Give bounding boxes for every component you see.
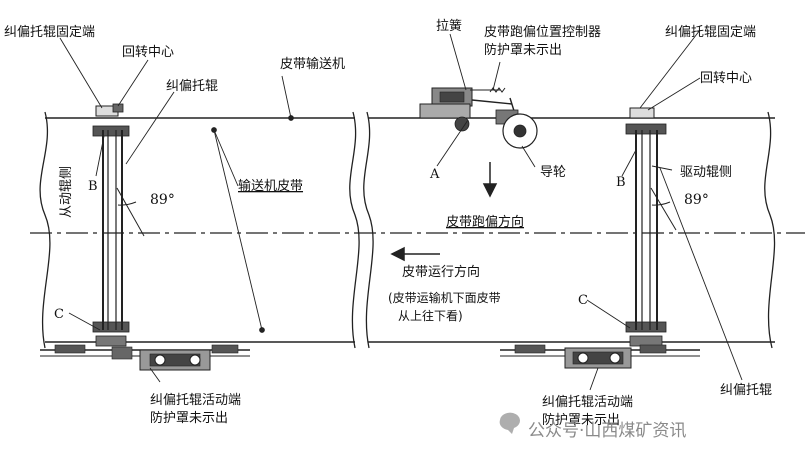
right-rotation-center-label: 回转中心 — [700, 71, 752, 86]
controller-label-line2: 防护罩未示出 — [484, 42, 562, 58]
left-idler-assembly — [92, 103, 130, 347]
left-moving-end-mechanism — [40, 344, 250, 371]
driven-roller-side-label: 从动辊侧 — [59, 166, 74, 218]
left-fixed-end-label: 纠偏托辊固定端 — [4, 25, 95, 40]
pull-spring-label: 拉簧 — [436, 18, 462, 34]
point-c-right-label: C — [578, 293, 588, 308]
angle-right-label: 89° — [684, 192, 709, 208]
running-direction-label: 皮带运行方向 — [402, 264, 480, 280]
running-direction-note-line1: (皮带运输机下面皮带 — [388, 290, 501, 305]
break-lines — [39, 111, 776, 349]
right-fixed-end-label: 纠偏托辊固定端 — [665, 25, 756, 40]
leader-lines — [59, 29, 743, 391]
left-moving-end-label-line2: 防护罩未示出 — [150, 410, 228, 426]
guide-wheel-label: 导轮 — [540, 165, 566, 180]
left-rotation-center-label: 回转中心 — [122, 45, 174, 60]
deviation-direction-label: 皮带跑偏方向 — [446, 214, 524, 230]
right-idler-label: 纠偏托辊 — [720, 383, 772, 398]
point-c-left-label: C — [54, 307, 64, 322]
right-moving-end-label-line1: 纠偏托辊活动端 — [542, 395, 633, 410]
conveyor-belt-label: 输送机皮带 — [238, 178, 303, 194]
point-b-left-label: B — [88, 179, 98, 194]
wechat-logo-icon — [499, 412, 520, 434]
point-a-label: A — [429, 167, 440, 182]
running-direction-note-line2: 从上往下看) — [398, 308, 463, 323]
watermark: 公众号·山西煤矿资讯 — [499, 412, 686, 441]
controller-label-line1: 皮带跑偏位置控制器 — [484, 25, 601, 40]
right-moving-end-label-line2: 防护罩未示出 — [542, 412, 620, 428]
point-b-right-label: B — [616, 175, 626, 190]
right-idler-assembly — [625, 107, 667, 347]
watermark-text: 公众号·山西煤矿资讯 — [528, 421, 686, 441]
angle-lines — [116, 187, 677, 237]
right-moving-end-mechanism — [500, 344, 700, 369]
left-idler-label: 纠偏托辊 — [166, 79, 218, 94]
deviation-arrow — [482, 162, 498, 198]
left-moving-end-label-line1: 纠偏托辊活动端 — [150, 393, 241, 408]
angle-left-label: 89° — [150, 192, 175, 208]
conveyor-label: 皮带输送机 — [280, 56, 345, 72]
drive-roller-side-label: 驱动辊侧 — [680, 165, 732, 180]
running-direction-arrow — [390, 246, 440, 262]
guide-wheel — [502, 113, 538, 149]
